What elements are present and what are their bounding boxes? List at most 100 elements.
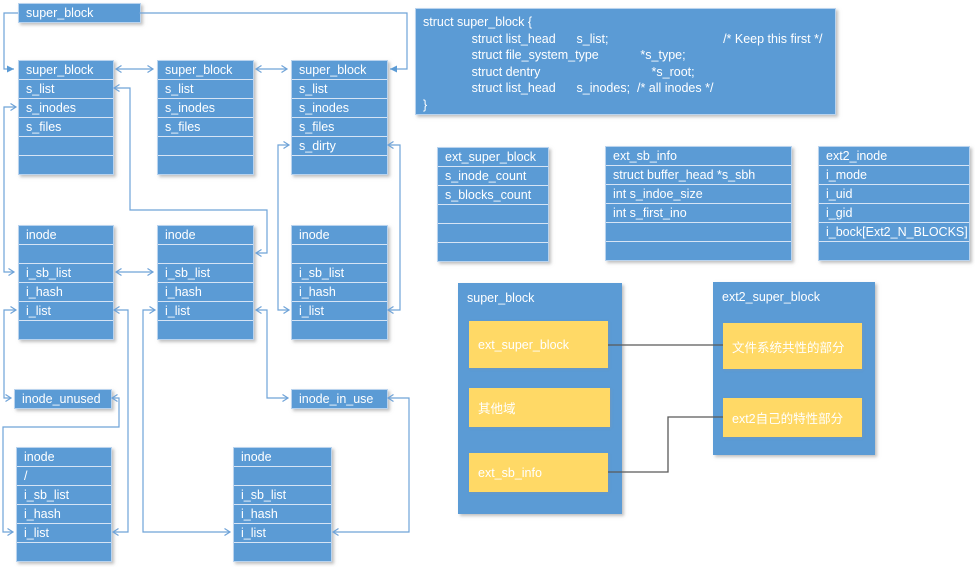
super-block-box-2: super_block s_list s_inodes s_files <box>157 60 254 175</box>
box-title: super_block <box>26 6 94 20</box>
connector-sdirty-ilist3-left <box>277 140 291 315</box>
mapped-ext-super-block: ext_super_block <box>469 321 608 368</box>
field-s-files: s_files <box>19 117 113 136</box>
field-empty <box>19 155 113 174</box>
box-title: inode <box>26 228 57 242</box>
field-s-list: s_list <box>158 79 253 98</box>
field-s-inodes: s_inodes <box>19 98 113 117</box>
field-empty <box>158 244 253 263</box>
field-i-sb-list: i_sb_list <box>158 263 253 282</box>
connector-listhead-to-sb1 <box>3 12 18 73</box>
field-s-sbh: struct buffer_head *s_sbh <box>606 165 791 184</box>
field-i-list: i_list <box>292 301 387 320</box>
box-title: super_block <box>165 63 233 77</box>
field-s-inodes: s_inodes <box>292 98 387 117</box>
field-s-list: s_list <box>292 79 387 98</box>
field-empty <box>606 222 791 241</box>
container-title: super_block <box>467 291 535 305</box>
field-i-list: i_list <box>234 523 331 542</box>
field-s-indoe-size: int s_indoe_size <box>606 184 791 203</box>
connector-extsbinfo-ext2-part <box>608 416 723 473</box>
mapped-ext2-specific-part: ext2自己的特性部分 <box>723 398 862 437</box>
super-block-list-head-box: super_block <box>18 3 141 23</box>
field-i-list: i_list <box>19 301 113 320</box>
ext2-super-block-mapping-container: ext2_super_block 文件系统共性的部分 ext2自己的特性部分 <box>713 282 875 455</box>
field-empty <box>234 466 331 485</box>
field-empty <box>292 155 387 174</box>
code-line: struct super_block { <box>423 15 533 29</box>
mapped-ext-sb-info: ext_sb_info <box>469 453 608 492</box>
field-empty <box>19 320 113 339</box>
inode-box-1: inode i_sb_list i_hash i_list <box>18 225 114 340</box>
box-title: super_block <box>26 63 94 77</box>
field-i-uid: i_uid <box>819 184 969 203</box>
field-i-bock-blocks: i_bock[Ext2_N_BLOCKS] <box>819 222 969 241</box>
box-title: ext_super_block <box>445 150 537 164</box>
super-block-mapping-container: super_block ext_super_block 其他域 ext_sb_i… <box>458 283 622 514</box>
field-i-sb-list: i_sb_list <box>19 263 113 282</box>
field-i-gid: i_gid <box>819 203 969 222</box>
super-block-box-1: super_block s_list s_inodes s_files <box>18 60 114 175</box>
field-empty <box>158 320 253 339</box>
field-s-files: s_files <box>158 117 253 136</box>
field-empty <box>438 204 548 223</box>
inode-in-use-list-head: inode_in_use <box>291 389 388 409</box>
field-empty <box>234 542 331 561</box>
connector-sdirty-ilist3-right <box>386 140 401 315</box>
ext-sb-info-box: ext_sb_info struct buffer_head *s_sbh in… <box>605 146 792 261</box>
super-block-code-snippet: struct super_block { struct list_head s_… <box>415 8 836 115</box>
field-s-first-ino: int s_first_ino <box>606 203 791 222</box>
box-title: inode <box>299 228 330 242</box>
field-empty <box>17 542 111 561</box>
box-title: inode_in_use <box>299 392 374 406</box>
box-title: inode_unused <box>22 392 101 406</box>
box-title: ext_sb_info <box>613 149 677 163</box>
field-i-hash: i_hash <box>158 282 253 301</box>
code-line: struct list_head s_inodes; /* all inodes… <box>423 81 714 95</box>
field-empty <box>606 241 791 260</box>
inode-box-root: inode / i_sb_list i_hash i_list <box>16 447 112 562</box>
field-empty <box>19 244 113 263</box>
box-title: inode <box>241 450 272 464</box>
inode-box-bottom-middle: inode i_sb_list i_hash i_list <box>233 447 332 562</box>
box-title: super_block <box>299 63 367 77</box>
field-root-slash: / <box>17 466 111 485</box>
field-empty <box>438 242 548 261</box>
field-i-hash: i_hash <box>19 282 113 301</box>
ext2-inode-box: ext2_inode i_mode i_uid i_gid i_bock[Ext… <box>818 146 970 261</box>
field-i-sb-list: i_sb_list <box>17 485 111 504</box>
connector-ilist1-unused-left <box>3 305 18 403</box>
code-line: } <box>423 97 428 112</box>
connector-ilist1-rootinode-right <box>111 305 129 537</box>
box-title: inode <box>165 228 196 242</box>
field-i-hash: i_hash <box>234 504 331 523</box>
field-s-files: s_files <box>292 117 387 136</box>
connector-ilist2-bottominode-left <box>142 305 232 537</box>
code-line: struct file_system_type *s_type; <box>423 48 686 62</box>
field-i-mode: i_mode <box>819 165 969 184</box>
mapped-common-part: 文件系统共性的部分 <box>723 323 862 369</box>
inode-box-2: inode i_sb_list i_hash i_list <box>157 225 254 340</box>
super-block-box-3: super_block s_list s_inodes s_files s_di… <box>291 60 388 175</box>
field-empty <box>438 223 548 242</box>
field-i-hash: i_hash <box>17 504 111 523</box>
field-i-sb-list: i_sb_list <box>292 263 387 282</box>
container-title: ext2_super_block <box>722 290 820 304</box>
code-line: struct list_head s_list; /* Keep this fi… <box>423 31 823 46</box>
field-i-hash: i_hash <box>292 282 387 301</box>
code-line: struct dentry *s_root; <box>423 64 695 79</box>
field-empty <box>158 155 253 174</box>
box-title: ext2_inode <box>826 149 888 163</box>
field-i-list: i_list <box>158 301 253 320</box>
connector-sinodes-isblist <box>3 102 18 277</box>
field-s-blocks-count: s_blocks_count <box>438 185 548 204</box>
field-s-dirty: s_dirty <box>292 136 387 155</box>
field-empty <box>819 241 969 260</box>
field-empty <box>292 244 387 263</box>
ext-super-block-box: ext_super_block s_inode_count s_blocks_c… <box>437 147 549 262</box>
mapped-other-fields: 其他域 <box>469 388 610 427</box>
field-i-sb-list: i_sb_list <box>234 485 331 504</box>
connector-ilist2-inuse-left <box>254 305 290 403</box>
field-empty <box>292 320 387 339</box>
